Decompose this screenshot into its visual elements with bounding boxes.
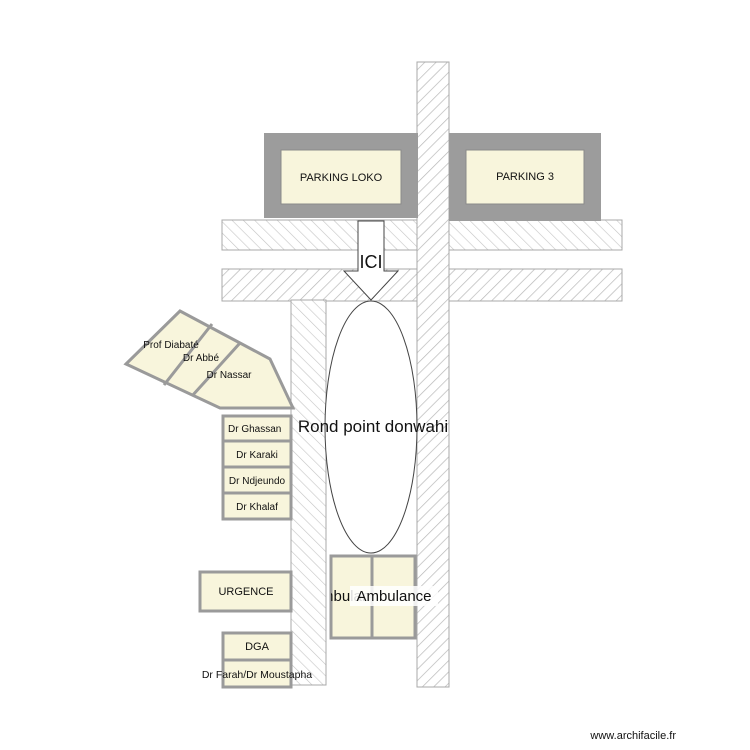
ambulance-bays: Ambulance Ambulance: [329, 554, 438, 640]
arrow-down-icon: [342, 220, 400, 301]
parking-loko-label: PARKING LOKO: [300, 172, 383, 184]
watermark: www.archifacile.fr: [589, 730, 676, 742]
parking-loko-inner: [280, 149, 402, 205]
angled-office-label: Dr Nassar: [206, 370, 252, 381]
office-box: [221, 414, 293, 443]
angled-office-label: Prof Diabaté: [143, 340, 199, 351]
office-box: [221, 439, 293, 469]
dga-label: DGA: [245, 641, 270, 653]
roads: [221, 61, 623, 688]
parking-3-label: PARKING 3: [496, 171, 554, 183]
office-label: Dr Karaki: [236, 450, 278, 461]
angled-office-divider: [162, 323, 214, 386]
bottom-office-label: Dr Farah/Dr Moustapha: [202, 669, 312, 681]
office-box: [221, 465, 293, 495]
office-label: Dr Ndjeundo: [229, 476, 286, 487]
parking-loko: PARKING LOKO: [264, 133, 418, 218]
road-vertical-right: [416, 61, 450, 688]
angled-office-divider: [190, 341, 242, 398]
ambulance-label-backdrop: [350, 586, 438, 606]
roundabout: Rond point donwahi: [298, 300, 448, 554]
parking-3: PARKING 3: [449, 133, 601, 221]
urgence-box: [198, 570, 293, 613]
bottom-office-box: [221, 658, 293, 689]
angled-office-label: Dr Abbé: [183, 353, 220, 364]
office-label: Dr Ghassan: [228, 424, 281, 435]
office-box: [221, 491, 293, 521]
office-column: Dr Ghassan Dr Karaki Dr Ndjeundo Dr Khal…: [221, 414, 293, 521]
road-vertical-left: [290, 299, 327, 686]
ici-arrow: ICI: [342, 220, 400, 301]
ambulance-label: Ambulance: [356, 588, 431, 605]
parking-3-inner: [465, 149, 585, 205]
angled-offices: Prof Diabaté Dr Abbé Dr Nassar: [123, 309, 296, 410]
urgence-label: URGENCE: [218, 586, 273, 598]
ici-label: ICI: [359, 252, 382, 272]
roundabout-shape: [324, 300, 418, 554]
dga: DGA Dr Farah/Dr Moustapha: [202, 631, 312, 689]
urgence: URGENCE: [198, 570, 293, 613]
angled-office-block: [123, 309, 296, 410]
office-label: Dr Khalaf: [236, 502, 278, 513]
roundabout-label: Rond point donwahi: [298, 417, 448, 436]
